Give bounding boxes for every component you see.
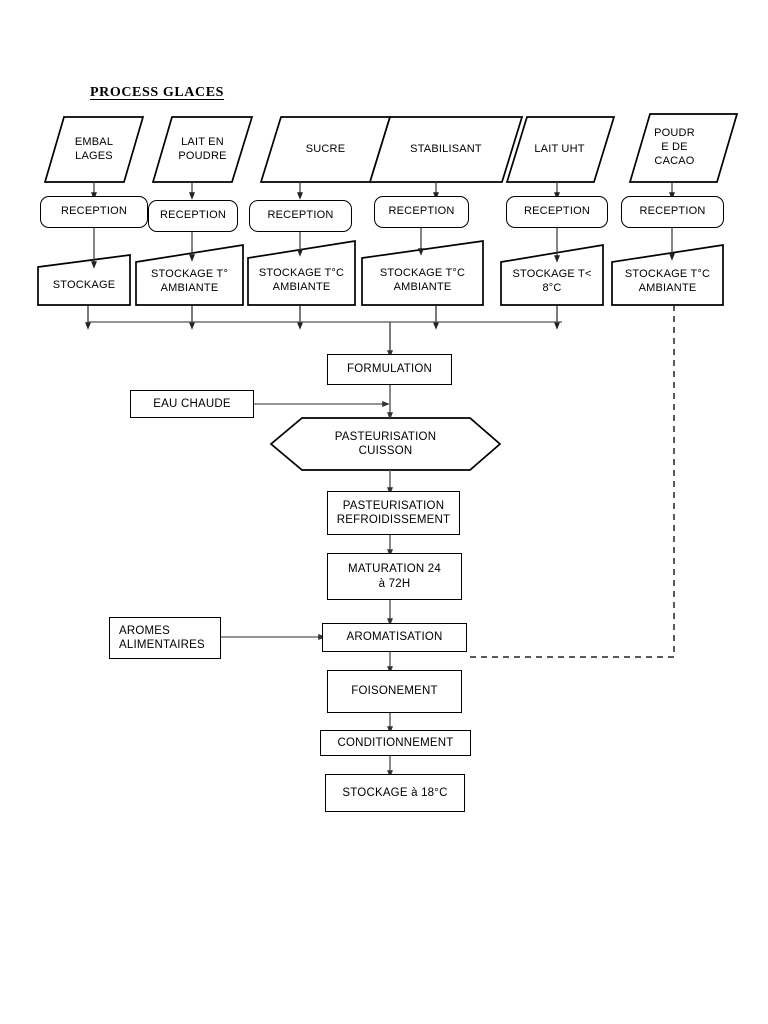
- storage-lait-en-poudre[interactable]: STOCKAGE T° AMBIANTE: [136, 258, 243, 305]
- process-foisonement[interactable]: FOISONEMENT: [327, 670, 462, 713]
- reception-label: RECEPTION: [388, 205, 455, 218]
- raw-material-sucre[interactable]: SUCRE: [261, 117, 390, 182]
- reception-lait-en-poudre[interactable]: RECEPTION: [148, 200, 238, 232]
- raw-material-stabilisant[interactable]: STABILISANT: [372, 117, 520, 182]
- process-label: AROMATISATION: [346, 631, 443, 644]
- process-label: PASTEURISATION REFROIDISSEMENT: [336, 499, 451, 526]
- raw-material-label: EMBAL LAGES: [74, 135, 114, 162]
- storage-poudre-de-cacao[interactable]: STOCKAGE T°C AMBIANTE: [612, 258, 723, 305]
- process-pasteurisation-refroidissement[interactable]: PASTEURISATION REFROIDISSEMENT: [327, 491, 460, 535]
- raw-material-lait-uht[interactable]: LAIT UHT: [508, 117, 611, 182]
- process-label: CONDITIONNEMENT: [337, 736, 454, 749]
- process-formulation[interactable]: FORMULATION: [327, 354, 452, 385]
- reception-poudre-de-cacao[interactable]: RECEPTION: [621, 196, 724, 228]
- raw-material-embal-lages[interactable]: EMBAL LAGES: [45, 117, 143, 182]
- process-conditionnement[interactable]: CONDITIONNEMENT: [320, 730, 471, 756]
- reception-label: RECEPTION: [267, 209, 334, 222]
- input-label: EAU CHAUDE: [153, 397, 231, 410]
- dashed-link-cacao-to-aromatisation: [467, 305, 675, 658]
- reception-label: RECEPTION: [160, 209, 226, 222]
- reception-label: RECEPTION: [61, 205, 127, 218]
- process-label: STOCKAGE à 18°C: [342, 786, 448, 799]
- process-maturation[interactable]: MATURATION 24 à 72H: [327, 553, 462, 600]
- reception-embal-lages[interactable]: RECEPTION: [40, 196, 148, 228]
- reception-lait-uht[interactable]: RECEPTION: [506, 196, 608, 228]
- reception-sucre[interactable]: RECEPTION: [249, 200, 352, 232]
- storage-embal-lages[interactable]: STOCKAGE: [38, 267, 130, 305]
- raw-material-lait-en-poudre[interactable]: LAIT EN POUDRE: [153, 117, 252, 182]
- collector-arrowheads: [85, 318, 561, 330]
- raw-material-poudre-de-cacao[interactable]: POUDR E DE CACAO: [632, 114, 717, 182]
- reception-stabilisant[interactable]: RECEPTION: [374, 196, 469, 228]
- raw-material-label: LAIT UHT: [534, 142, 585, 155]
- storage-label: STOCKAGE T° AMBIANTE: [150, 267, 229, 294]
- raw-material-label: POUDR E DE CACAO: [654, 127, 695, 167]
- storage-label: STOCKAGE: [52, 279, 116, 292]
- input-label: AROMES ALIMENTAIRES: [119, 624, 205, 651]
- input-aromes-alimentaires[interactable]: AROMES ALIMENTAIRES: [109, 617, 221, 659]
- reception-label: RECEPTION: [524, 205, 590, 218]
- raw-material-label: STABILISANT: [410, 142, 482, 155]
- page-title: PROCESS GLACES: [90, 85, 225, 100]
- process-pasteurisation-cuisson[interactable]: PASTEURISATION CUISSON: [271, 418, 500, 470]
- process-label: MATURATION 24 à 72H: [348, 563, 441, 590]
- storage-stabilisant[interactable]: STOCKAGE T°C AMBIANTE: [362, 256, 483, 305]
- process-aromatisation[interactable]: AROMATISATION: [322, 623, 467, 652]
- storage-label: STOCKAGE T°C AMBIANTE: [624, 267, 711, 294]
- arrows-material-to-reception: [91, 182, 676, 200]
- process-label: PASTEURISATION CUISSON: [334, 430, 437, 457]
- arrows-storage-down: [87, 305, 558, 318]
- storage-lait-uht[interactable]: STOCKAGE T< 8°C: [501, 258, 603, 305]
- process-stockage-final[interactable]: STOCKAGE à 18°C: [325, 774, 465, 812]
- storage-label: STOCKAGE T°C AMBIANTE: [258, 266, 345, 293]
- storage-sucre[interactable]: STOCKAGE T°C AMBIANTE: [248, 256, 355, 305]
- storage-label: STOCKAGE T°C AMBIANTE: [379, 266, 466, 293]
- raw-material-label: SUCRE: [305, 142, 346, 155]
- reception-label: RECEPTION: [639, 205, 706, 218]
- storage-label: STOCKAGE T< 8°C: [512, 267, 592, 294]
- process-label: FOISONEMENT: [351, 685, 438, 698]
- raw-material-label: LAIT EN POUDRE: [178, 135, 227, 162]
- input-eau-chaude[interactable]: EAU CHAUDE: [130, 390, 254, 418]
- process-label: FORMULATION: [346, 363, 433, 376]
